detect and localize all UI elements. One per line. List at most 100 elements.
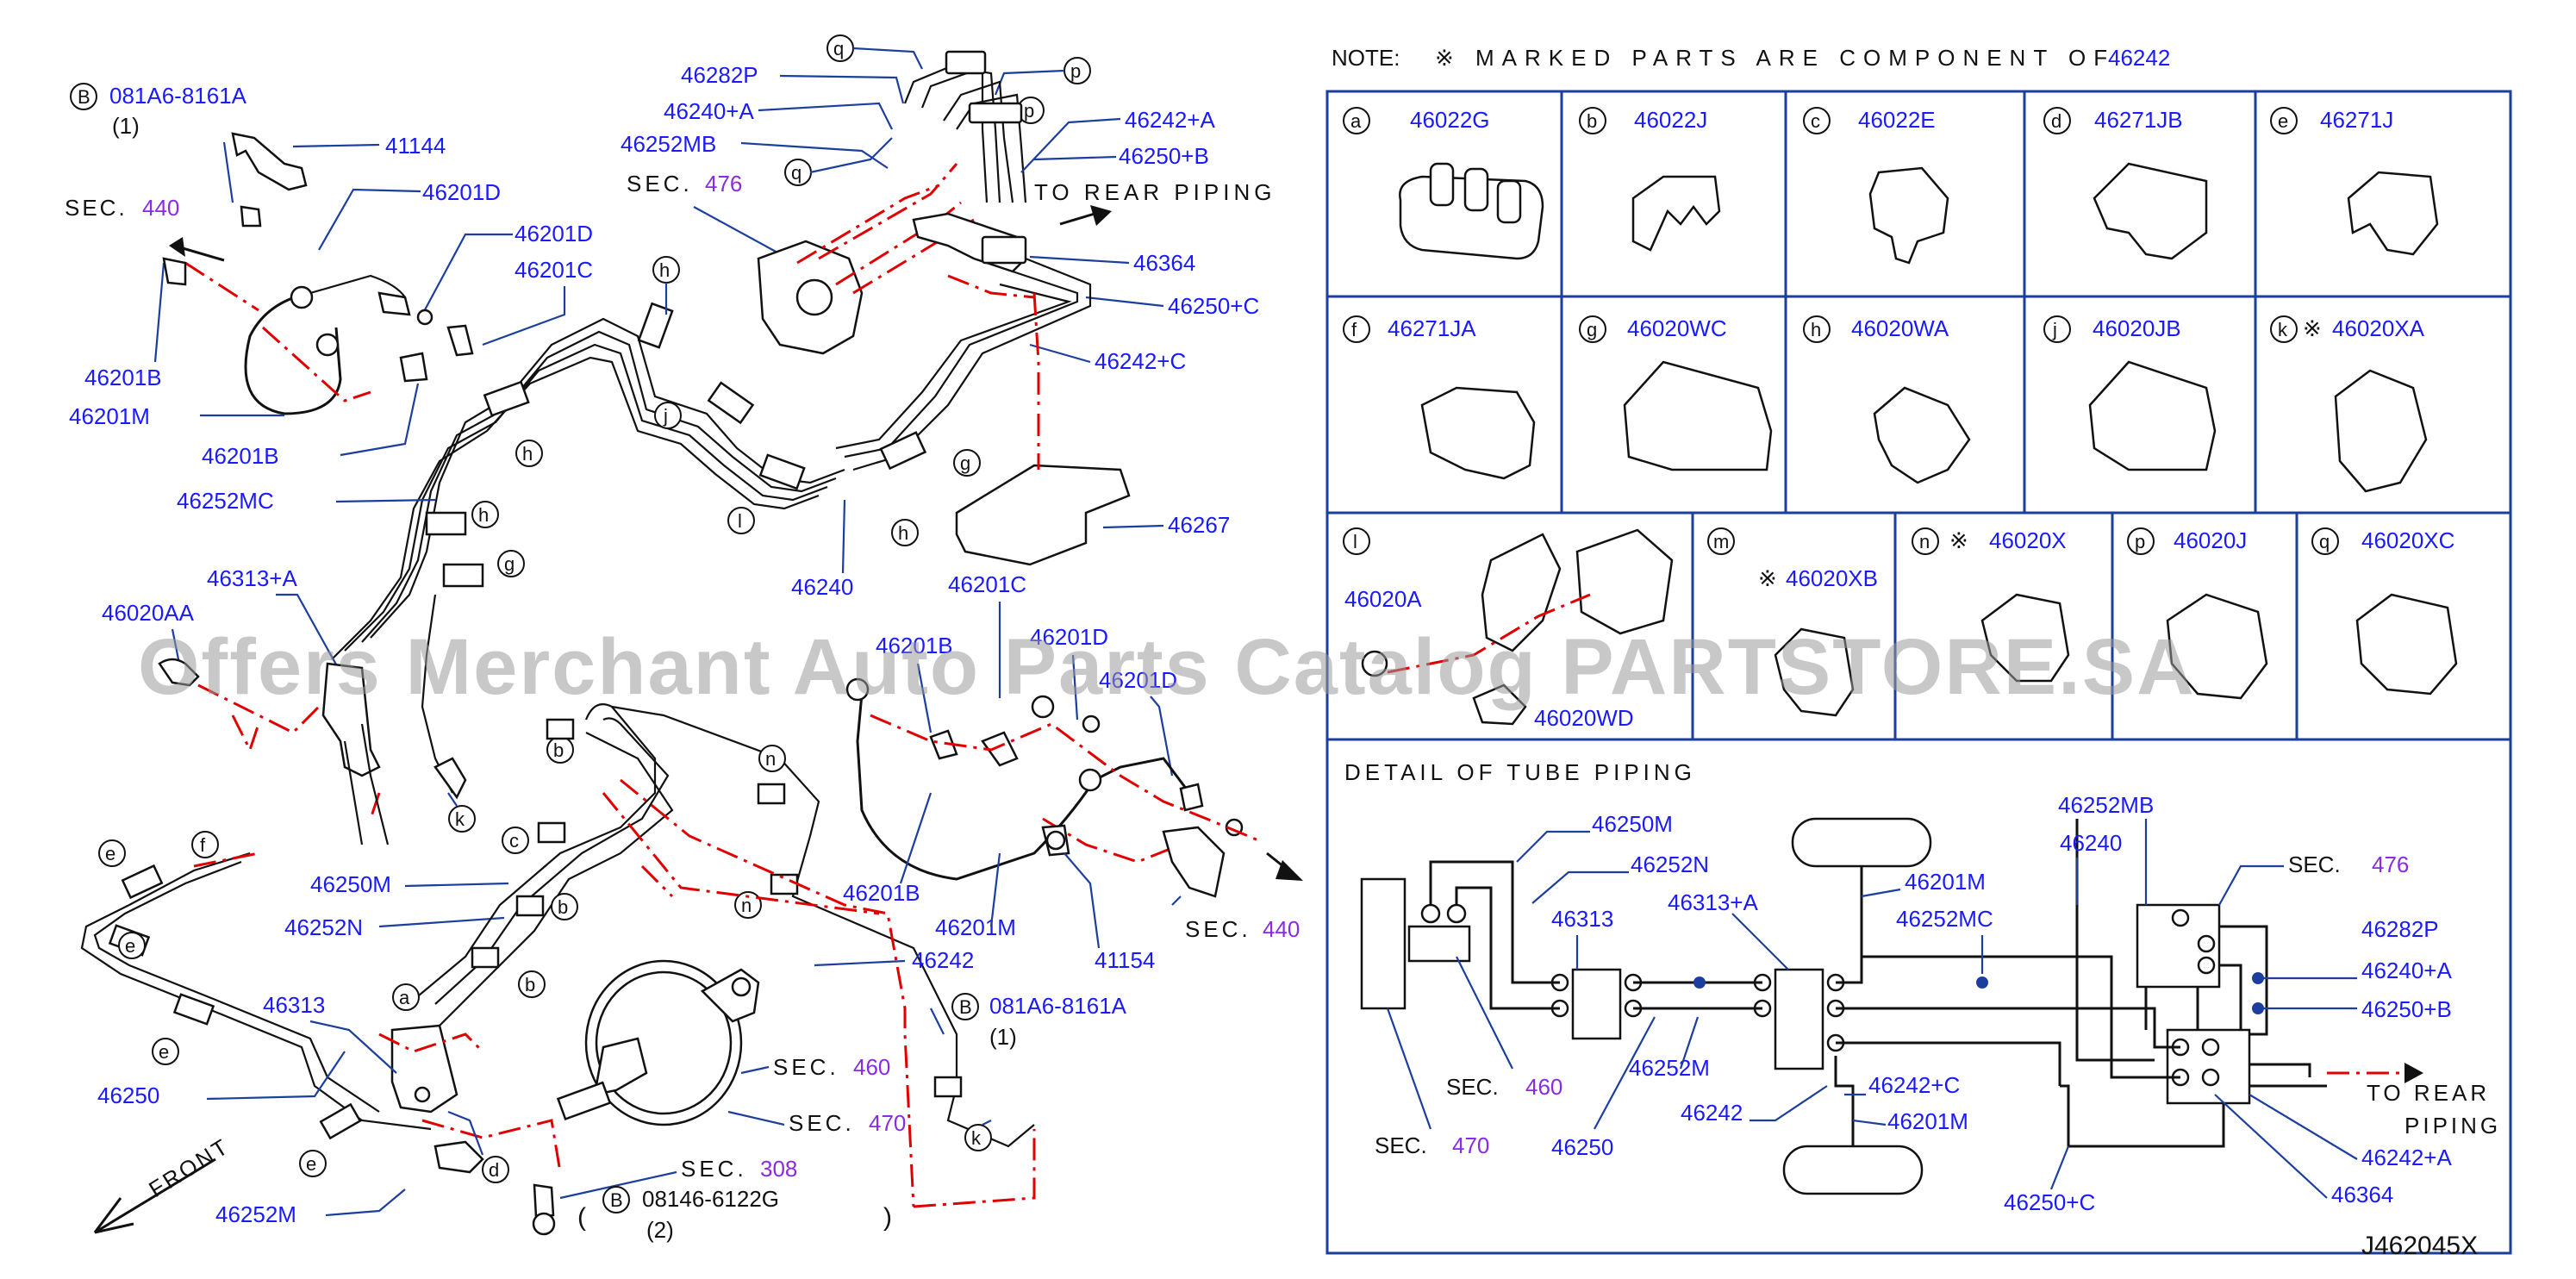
svg-text:g: g <box>960 452 970 474</box>
tube-piping-detail: DETAIL OF TUBE PIPING <box>1344 759 2501 1215</box>
part-label: 46252M <box>215 1201 296 1227</box>
svg-text:b: b <box>553 739 564 761</box>
sec-num: 460 <box>853 1054 890 1080</box>
svg-text:e: e <box>105 843 115 864</box>
part-label: 46282P <box>681 62 758 88</box>
clip-cell-j: j 46020JB <box>2043 315 2217 471</box>
detail-to-rear: TO REAR <box>2367 1080 2490 1106</box>
note-text: MARKED PARTS ARE COMPONENT OF <box>1475 45 2115 71</box>
svg-text:e: e <box>2278 110 2288 132</box>
clip-part: 46020WC <box>1627 315 1727 341</box>
sec-label: SEC. <box>1185 916 1251 942</box>
part-label: 46240 <box>791 574 853 600</box>
clip-e-shape <box>2347 171 2439 256</box>
svg-text:q: q <box>2319 531 2330 552</box>
sec-label: SEC. <box>773 1054 839 1080</box>
detail-label: 46242 <box>1681 1100 1743 1126</box>
arrow-icon <box>1090 205 1112 226</box>
clip-l-shape-2 <box>1575 528 1674 635</box>
bolt-part: 08146-6122G <box>642 1186 779 1212</box>
clip-f-shape <box>1420 386 1536 480</box>
part-label: 46201D <box>515 221 593 246</box>
clip-cell-b: b 46022J <box>1579 107 1721 252</box>
front-label: FRONT <box>144 1132 234 1202</box>
bracket-46267 <box>955 464 1131 566</box>
detail-label: 46364 <box>2331 1182 2393 1207</box>
sec-num: 476 <box>705 171 742 197</box>
svg-text:B: B <box>610 1189 623 1211</box>
clip-k-shape <box>2334 369 2428 493</box>
clip-l-grommet <box>1361 650 1388 677</box>
clip-p-shape <box>2166 593 2268 700</box>
clip-marker: ※ <box>2303 315 2322 341</box>
clip-part: 46020A <box>1344 586 1422 612</box>
svg-text:q: q <box>833 38 844 59</box>
svg-text:e: e <box>125 935 135 957</box>
clip-m-shape <box>1774 627 1855 717</box>
part-label: 46201M <box>69 403 150 429</box>
bolt-qty: (2) <box>646 1217 674 1243</box>
svg-text:n: n <box>1919 531 1930 552</box>
svg-text:B: B <box>959 996 972 1018</box>
clip-cell-q: q 46020XC <box>2311 527 2458 696</box>
detail-label: 46252MC <box>1896 906 1993 932</box>
clip-cell-f: f 46271JA <box>1343 315 1536 480</box>
clip-part: 46020XB <box>1786 565 1878 591</box>
detail-label: 46252N <box>1631 852 1709 877</box>
detail-piping: PIPING <box>2404 1113 2501 1139</box>
clip-part: 46022J <box>1634 107 1707 133</box>
part-label: 46020AA <box>102 600 195 626</box>
svg-text:h: h <box>898 522 908 544</box>
detail-title: DETAIL OF TUBE PIPING <box>1344 759 1696 785</box>
clip-n-shape <box>1980 593 2070 683</box>
clip-cell-e: e 46271J <box>2270 107 2439 256</box>
note-header: NOTE: ※ MARKED PARTS ARE COMPONENT OF 46… <box>1332 45 2170 71</box>
clip-cell-l: l 46020A 46020WD <box>1343 527 1674 731</box>
part-label: 46250M <box>310 871 391 897</box>
part-label: 46267 <box>1168 512 1230 538</box>
clip-a-shape <box>1399 162 1544 260</box>
detail-label: 46252MB <box>2058 792 2154 818</box>
svg-text:h: h <box>478 504 489 526</box>
clip-cell-p: p 46020J <box>2127 527 2268 700</box>
detail-label: 46250 <box>1551 1134 1613 1160</box>
clip-marker: ※ <box>1758 565 1777 591</box>
clip-cell-g: g 46020WC <box>1579 315 1773 471</box>
part-label: 41144 <box>385 133 446 159</box>
part-label: 46242 <box>912 947 974 973</box>
clip-part: 46271J <box>2320 107 2393 133</box>
brake-booster <box>556 959 760 1126</box>
clip-part: 46020J <box>2174 527 2247 553</box>
svg-text:j: j <box>663 405 668 427</box>
to-rear-arrow-icon <box>2404 1063 2423 1083</box>
bolt-qty: (1) <box>989 1024 1017 1050</box>
svg-text:k: k <box>2278 319 2288 340</box>
clip-part: 46022G <box>1410 107 1490 133</box>
svg-text:): ) <box>883 1203 892 1232</box>
svg-text:l: l <box>738 510 742 532</box>
diagram-ref: J462045X <box>2361 1232 2478 1260</box>
clip-part: 46271JB <box>2094 107 2183 133</box>
svg-text:e: e <box>159 1041 169 1063</box>
svg-text:d: d <box>489 1159 499 1181</box>
bolt-part: 081A6-8161A <box>109 83 247 109</box>
clip-b-shape <box>1631 175 1721 252</box>
bolt-qty: (1) <box>112 113 140 139</box>
detail-label: 46240+A <box>2361 958 2452 983</box>
detail-label: 46250+C <box>2004 1189 2095 1215</box>
note-part: 46242 <box>2108 45 2170 71</box>
svg-text:k: k <box>971 1127 982 1149</box>
bracket-41144 <box>231 132 308 191</box>
svg-text:c: c <box>509 830 519 852</box>
svg-text:m: m <box>1713 531 1729 552</box>
note-label: NOTE: <box>1332 45 1400 71</box>
svg-text:q: q <box>791 162 801 184</box>
clip-table <box>1325 90 2512 1255</box>
clip-cell-a: a 46022G <box>1343 107 1544 260</box>
clip-part: 46020XA <box>2332 315 2425 341</box>
part-label: 46313 <box>263 992 325 1018</box>
to-rear-piping: TO REAR PIPING <box>1034 179 1276 205</box>
svg-text:(: ( <box>577 1203 586 1232</box>
clip-part: 46020X <box>1989 527 2067 553</box>
arrow-icon <box>1276 860 1303 881</box>
